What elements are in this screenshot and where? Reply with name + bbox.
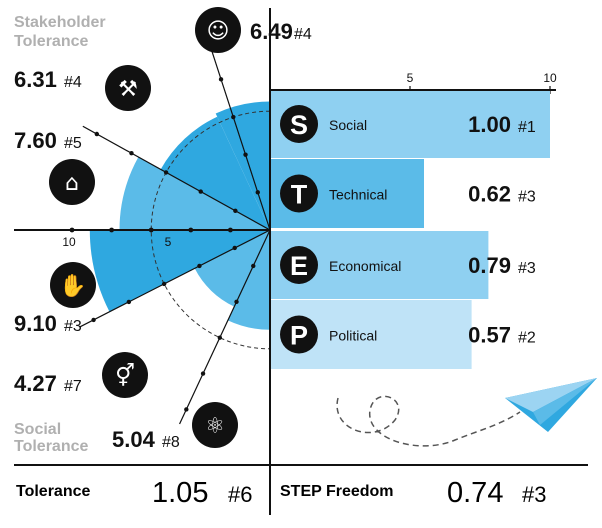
axis-tick-dot bbox=[251, 263, 256, 269]
sector-rank-label: #8 bbox=[162, 434, 180, 451]
axis-tick-dot bbox=[129, 151, 134, 156]
axis-tick-dot bbox=[255, 190, 260, 195]
bar-category-label: Economical bbox=[329, 258, 401, 274]
atom-icon: ⚛ bbox=[192, 402, 238, 448]
step-letter-badge bbox=[280, 174, 318, 213]
axis-tick-dot bbox=[218, 77, 224, 82]
svg-text:⚥: ⚥ bbox=[115, 362, 135, 389]
bar-category-label: Political bbox=[329, 328, 377, 344]
axis-tick-dot bbox=[197, 263, 202, 269]
bar-axis-tick-label: 5 bbox=[407, 71, 414, 85]
sector-briefcase bbox=[160, 116, 270, 230]
sector-value-label: 6.31 bbox=[14, 67, 57, 92]
bar-value-label: 0.79 bbox=[468, 253, 511, 278]
radial-axis bbox=[203, 26, 271, 231]
paper-plane-icon bbox=[336, 378, 597, 447]
bar-value-label: 1.00 bbox=[468, 112, 511, 137]
radial-tick-label: 5 bbox=[165, 235, 172, 249]
bar-value-label: 0.62 bbox=[468, 182, 511, 207]
social-tolerance-title-line2: Tolerance bbox=[14, 438, 89, 455]
sector-rank-label: #7 bbox=[64, 378, 82, 395]
axis-tick-dot bbox=[200, 371, 206, 376]
axis-tick-dot bbox=[184, 407, 189, 412]
axis-tick-dot bbox=[91, 317, 96, 323]
axis-tick-dot bbox=[234, 299, 239, 304]
gender-icon: ⚥ bbox=[102, 352, 148, 398]
sector-value-label: 6.49 bbox=[250, 19, 293, 44]
sector-gender bbox=[194, 230, 270, 307]
bar-rank-label: #2 bbox=[518, 330, 536, 347]
step-letter: T bbox=[291, 180, 308, 210]
svg-text:☺: ☺ bbox=[207, 19, 230, 44]
step-freedom-rank: #3 bbox=[522, 482, 546, 507]
sector-value-label: 5.04 bbox=[112, 427, 156, 452]
bar-rank-label: #1 bbox=[518, 119, 536, 136]
bar-category-label: Social bbox=[329, 117, 367, 133]
radial-tick-label: 10 bbox=[62, 235, 76, 249]
svg-text:⌂: ⌂ bbox=[65, 171, 79, 196]
step-letter: P bbox=[290, 321, 308, 351]
axis-tick-dot bbox=[233, 208, 238, 214]
sector-value-label: 7.60 bbox=[14, 128, 57, 153]
sector-rank-label: #4 bbox=[294, 26, 312, 43]
briefcase-icon: ⚒ bbox=[105, 65, 151, 111]
bar-rank-label: #3 bbox=[518, 260, 536, 277]
axis-tick-dot bbox=[163, 170, 169, 175]
sector-rank-label: #4 bbox=[64, 74, 82, 91]
bar-value-label: 0.57 bbox=[468, 323, 511, 348]
radial-axis bbox=[82, 125, 271, 231]
radial-axis bbox=[179, 229, 271, 425]
step-letter: E bbox=[290, 251, 308, 281]
sector-people bbox=[215, 101, 270, 230]
sector-institution bbox=[119, 157, 270, 230]
hand-eye-icon: ✋ bbox=[50, 262, 96, 308]
step-letter: S bbox=[290, 110, 308, 140]
svg-text:⚛: ⚛ bbox=[205, 414, 225, 439]
sector-atom bbox=[227, 230, 270, 330]
tolerance-label: Tolerance bbox=[16, 483, 91, 500]
stakeholder-tolerance-title: Stakeholder bbox=[14, 14, 106, 31]
reference-arc bbox=[150, 110, 271, 350]
axis-tick-dot bbox=[94, 131, 100, 137]
step-freedom-label: STEP Freedom bbox=[280, 483, 394, 500]
social-tolerance-title: Social bbox=[14, 421, 61, 438]
sector-value-label: 9.10 bbox=[14, 311, 57, 336]
institution-icon: ⌂ bbox=[49, 159, 95, 205]
sector-hand-eye bbox=[89, 230, 270, 312]
step-letter-badge bbox=[280, 246, 318, 284]
svg-text:✋: ✋ bbox=[59, 273, 86, 299]
sector-rank-label: #3 bbox=[64, 318, 82, 335]
stakeholder-tolerance-title-line2: Tolerance bbox=[14, 33, 89, 50]
bar-category-label: Technical bbox=[329, 187, 387, 203]
sector-value-label: 4.27 bbox=[14, 371, 57, 396]
axis-tick-dot bbox=[217, 335, 222, 340]
svg-text:⚒: ⚒ bbox=[118, 77, 138, 102]
bar-rank-label: #3 bbox=[518, 189, 536, 206]
step-letter-badge bbox=[280, 315, 318, 354]
people-icon: ☺ bbox=[195, 7, 241, 53]
axis-tick-dot bbox=[161, 281, 167, 287]
radial-axis bbox=[79, 229, 271, 328]
axis-tick-dot bbox=[243, 152, 248, 157]
step-freedom-value: 0.74 bbox=[447, 477, 503, 509]
axis-tick-dot bbox=[232, 245, 237, 251]
axis-tick-dot bbox=[231, 114, 236, 120]
tolerance-value: 1.05 bbox=[152, 477, 208, 509]
axis-tick-dot bbox=[126, 299, 132, 305]
axis-tick-dot bbox=[198, 189, 203, 194]
sector-rank-label: #5 bbox=[64, 135, 82, 152]
step-letter-badge bbox=[280, 105, 318, 143]
tolerance-rank: #6 bbox=[228, 482, 252, 507]
bar-axis-tick-label: 10 bbox=[543, 71, 557, 85]
